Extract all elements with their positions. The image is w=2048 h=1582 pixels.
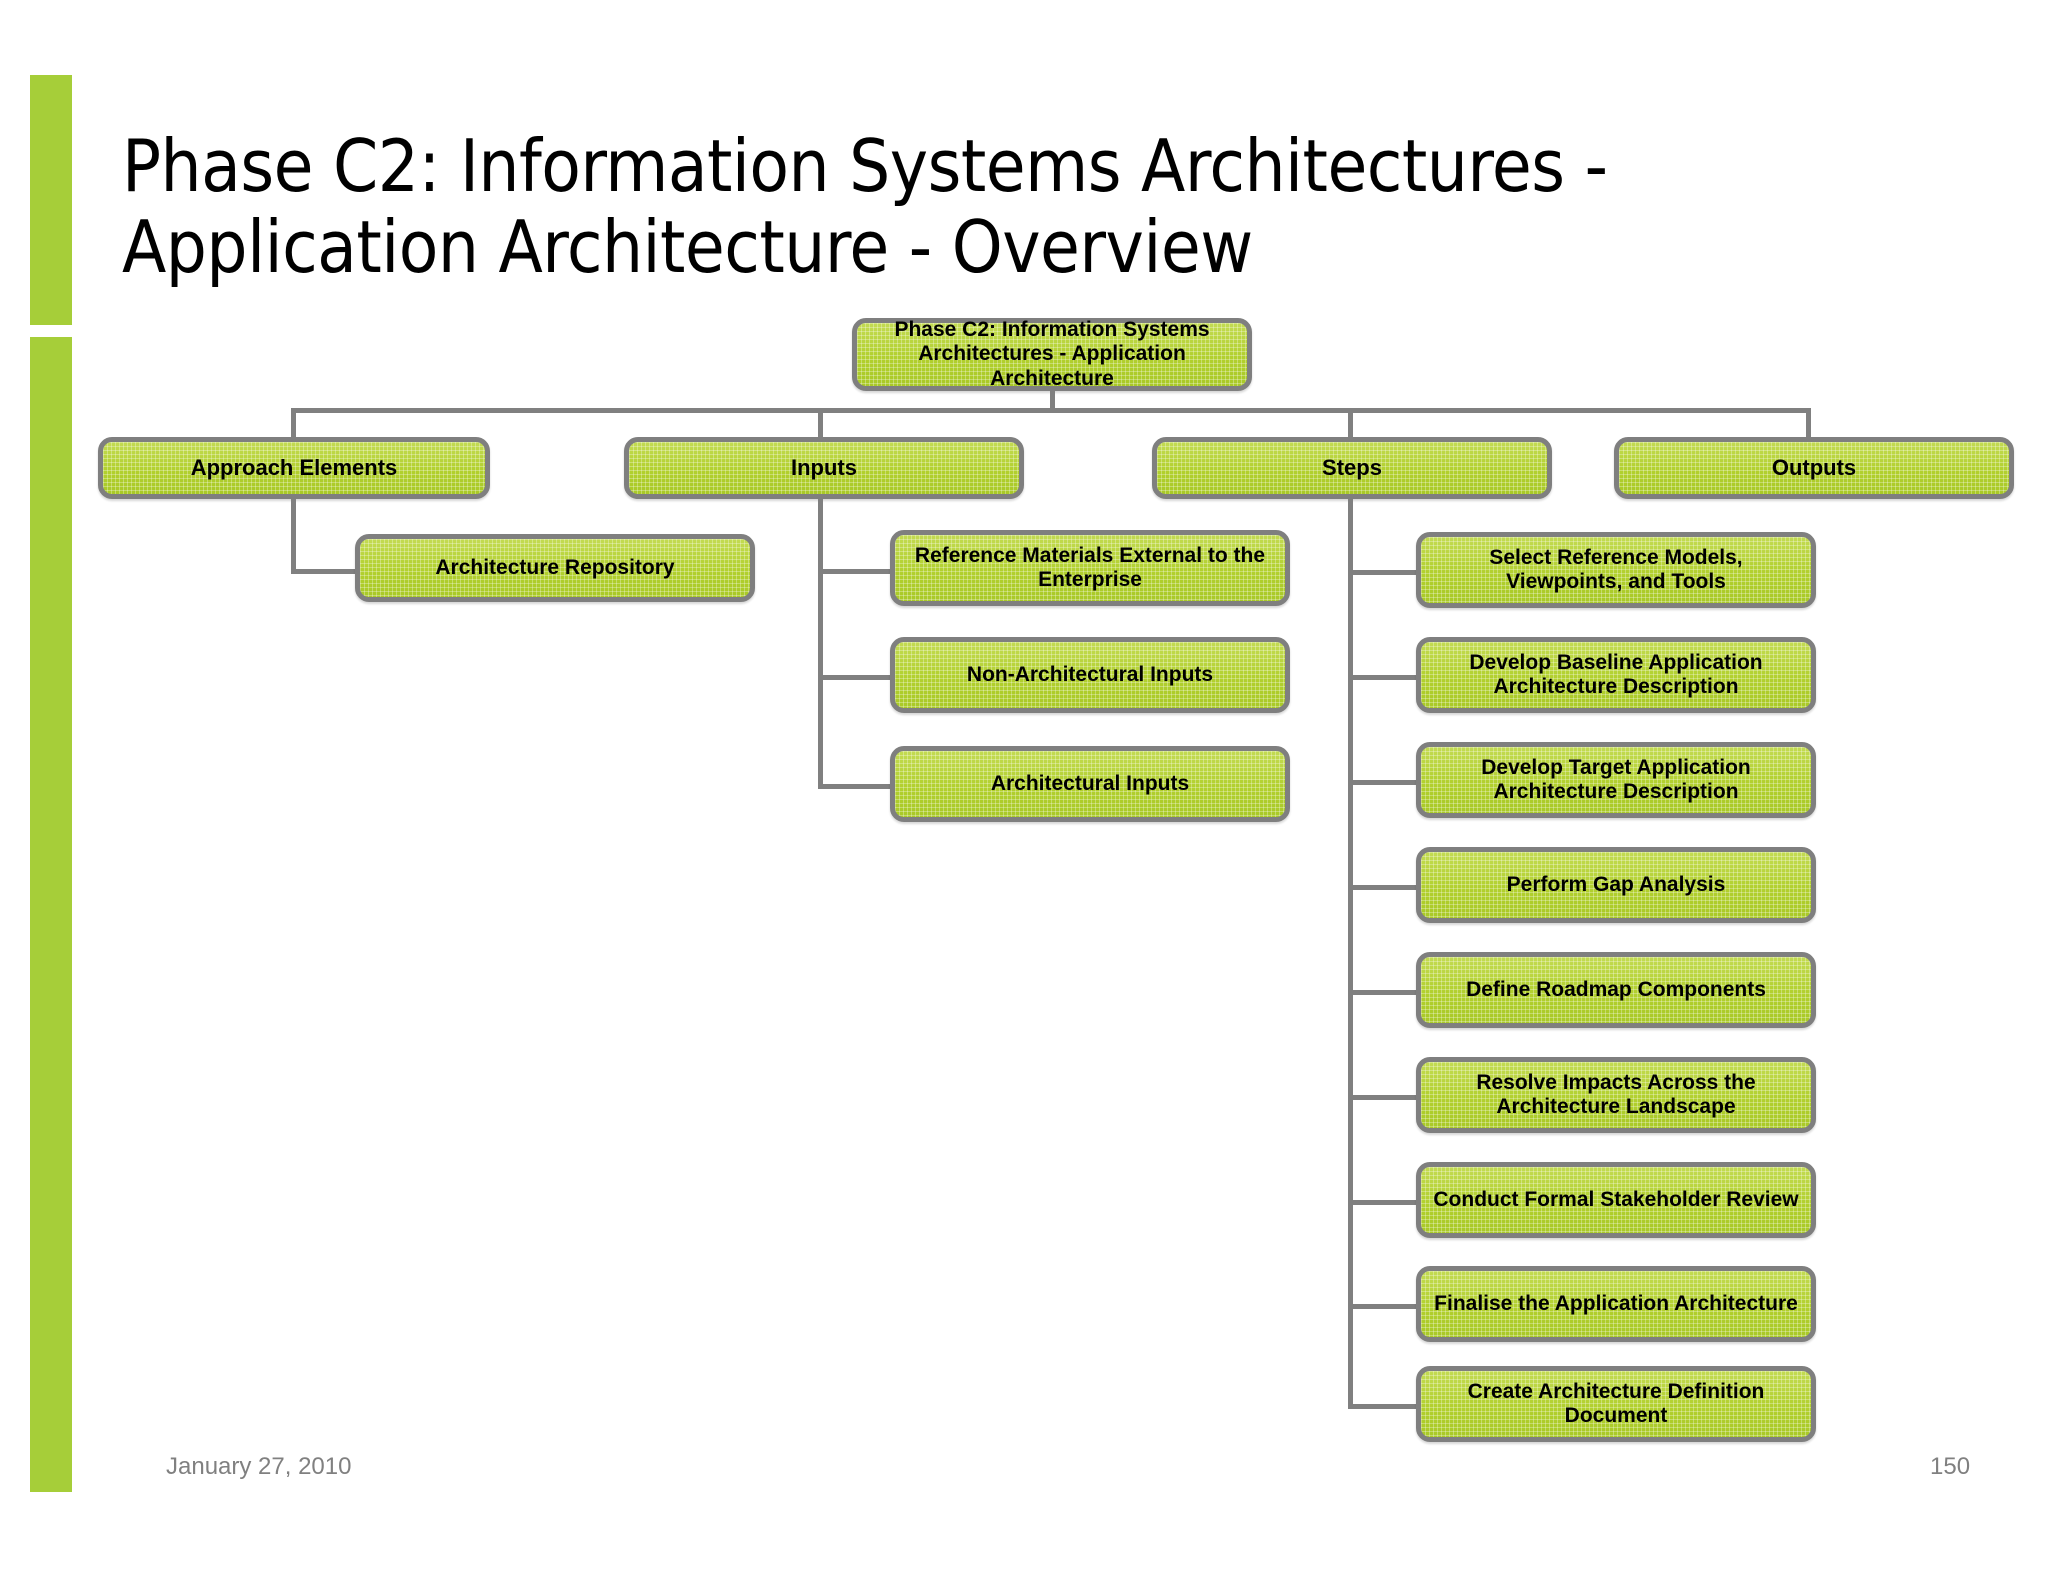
node-step-perform-gap-analysis[interactable]: Perform Gap Analysis — [1416, 847, 1816, 923]
connector-steps-elbow-2 — [1348, 675, 1416, 680]
connector-drop-outputs — [1806, 408, 1811, 437]
connector-steps-elbow-5 — [1348, 990, 1416, 995]
node-root[interactable]: Phase C2: Information Systems Architectu… — [852, 318, 1252, 391]
connector-drop-steps — [1348, 408, 1353, 437]
node-step-create-architecture-definition-document[interactable]: Create Architecture Definition Document — [1416, 1366, 1816, 1442]
accent-bar-main — [30, 337, 72, 1492]
connector-steps-elbow-4 — [1348, 885, 1416, 890]
connector-inputs-spine — [818, 499, 823, 789]
node-step-select-reference-models[interactable]: Select Reference Models, Viewpoints, and… — [1416, 532, 1816, 608]
footer-page-number: 150 — [1930, 1453, 1971, 1480]
connector-drop-approach-elements — [291, 408, 296, 437]
node-inputs[interactable]: Inputs — [624, 437, 1024, 499]
connector-approach-spine — [291, 499, 296, 574]
connector-steps-elbow-7 — [1348, 1200, 1416, 1205]
footer-date: January 27, 2010 — [166, 1453, 352, 1480]
node-step-develop-target[interactable]: Develop Target Application Architecture … — [1416, 742, 1816, 818]
node-architecture-repository[interactable]: Architecture Repository — [355, 534, 755, 602]
connector-steps-elbow-9 — [1348, 1404, 1416, 1409]
node-input-architectural[interactable]: Architectural Inputs — [890, 746, 1290, 822]
accent-bar-top — [30, 75, 72, 325]
connector-steps-spine — [1348, 499, 1353, 1404]
node-step-resolve-impacts[interactable]: Resolve Impacts Across the Architecture … — [1416, 1057, 1816, 1133]
node-step-finalise-application-architecture[interactable]: Finalise the Application Architecture — [1416, 1266, 1816, 1342]
node-step-develop-baseline[interactable]: Develop Baseline Application Architectur… — [1416, 637, 1816, 713]
node-step-conduct-formal-stakeholder-review[interactable]: Conduct Formal Stakeholder Review — [1416, 1162, 1816, 1238]
connector-steps-elbow-8 — [1348, 1304, 1416, 1309]
connector-steps-elbow-1 — [1348, 570, 1416, 575]
connector-root-stem — [1050, 391, 1055, 408]
node-input-reference-materials[interactable]: Reference Materials External to the Ente… — [890, 530, 1290, 606]
connector-inputs-elbow-2 — [818, 675, 890, 680]
node-input-non-architectural[interactable]: Non-Architectural Inputs — [890, 637, 1290, 713]
connector-level2-bus — [291, 408, 1811, 413]
node-outputs[interactable]: Outputs — [1614, 437, 2014, 499]
connector-inputs-elbow-3 — [818, 784, 890, 789]
node-step-define-roadmap-components[interactable]: Define Roadmap Components — [1416, 952, 1816, 1028]
node-steps[interactable]: Steps — [1152, 437, 1552, 499]
node-approach-elements[interactable]: Approach Elements — [98, 437, 490, 499]
connector-inputs-elbow-1 — [818, 569, 890, 574]
page-title: Phase C2: Information Systems Architectu… — [122, 124, 1608, 289]
connector-drop-inputs — [818, 408, 823, 437]
connector-steps-elbow-6 — [1348, 1095, 1416, 1100]
connector-steps-elbow-3 — [1348, 780, 1416, 785]
connector-approach-elbow-1 — [291, 569, 355, 574]
